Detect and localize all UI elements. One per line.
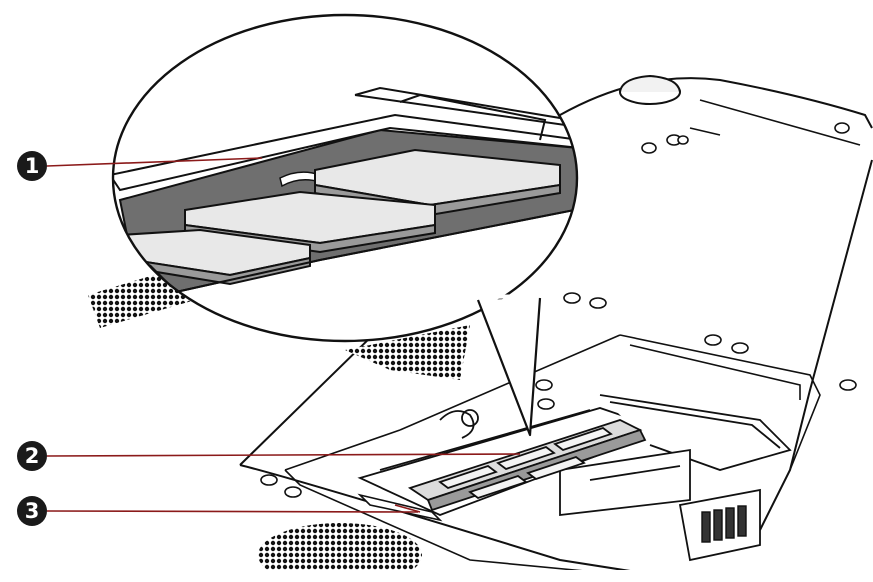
callout-number-2: 2 bbox=[17, 441, 47, 471]
leader-line-3 bbox=[46, 510, 419, 513]
memory-module bbox=[407, 419, 647, 512]
screw-holes bbox=[260, 122, 857, 498]
callout-number-3: 3 bbox=[17, 496, 47, 526]
vent-grilles bbox=[0, 270, 873, 582]
leader-line-1 bbox=[46, 157, 263, 167]
leader-lines bbox=[46, 157, 521, 513]
magnified-view bbox=[113, 15, 577, 341]
fan-connector bbox=[701, 505, 747, 543]
magnifier-outline bbox=[111, 13, 579, 343]
rubber-foot bbox=[619, 74, 681, 105]
leader-line-2 bbox=[46, 453, 521, 457]
magnifier-pointer bbox=[476, 297, 542, 437]
memory-module-connector bbox=[357, 493, 443, 522]
callout-number-1: 1 bbox=[17, 151, 47, 181]
